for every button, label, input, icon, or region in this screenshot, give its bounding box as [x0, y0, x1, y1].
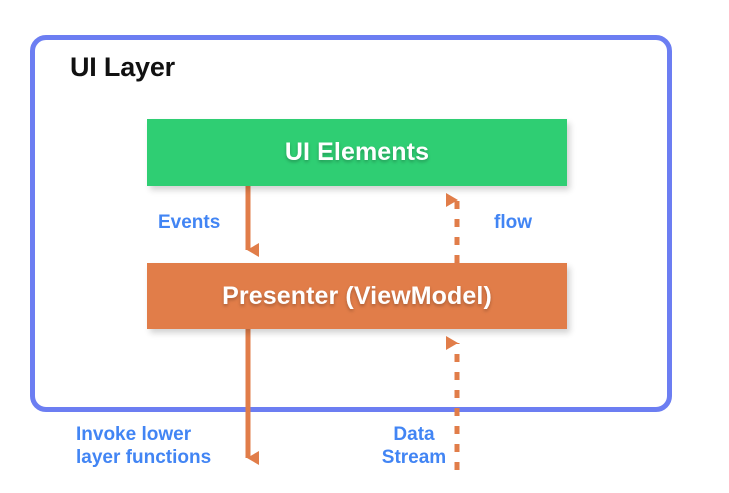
edge-label-flow: flow — [494, 212, 532, 233]
ui-layer-container — [30, 35, 672, 412]
node-presenter[interactable]: Presenter (ViewModel) — [147, 263, 567, 329]
edge-label-data-stream: Data Stream — [381, 424, 447, 468]
node-presenter-label: Presenter (ViewModel) — [222, 281, 492, 310]
node-ui-elements[interactable]: UI Elements — [147, 119, 567, 186]
edge-label-invoke-lower-layer-functions: Invoke lower layer functions — [76, 424, 212, 468]
edge-label-events: Events — [158, 212, 221, 233]
node-ui-elements-label: UI Elements — [284, 138, 430, 166]
ui-layer-title: UI Layer — [70, 52, 175, 82]
